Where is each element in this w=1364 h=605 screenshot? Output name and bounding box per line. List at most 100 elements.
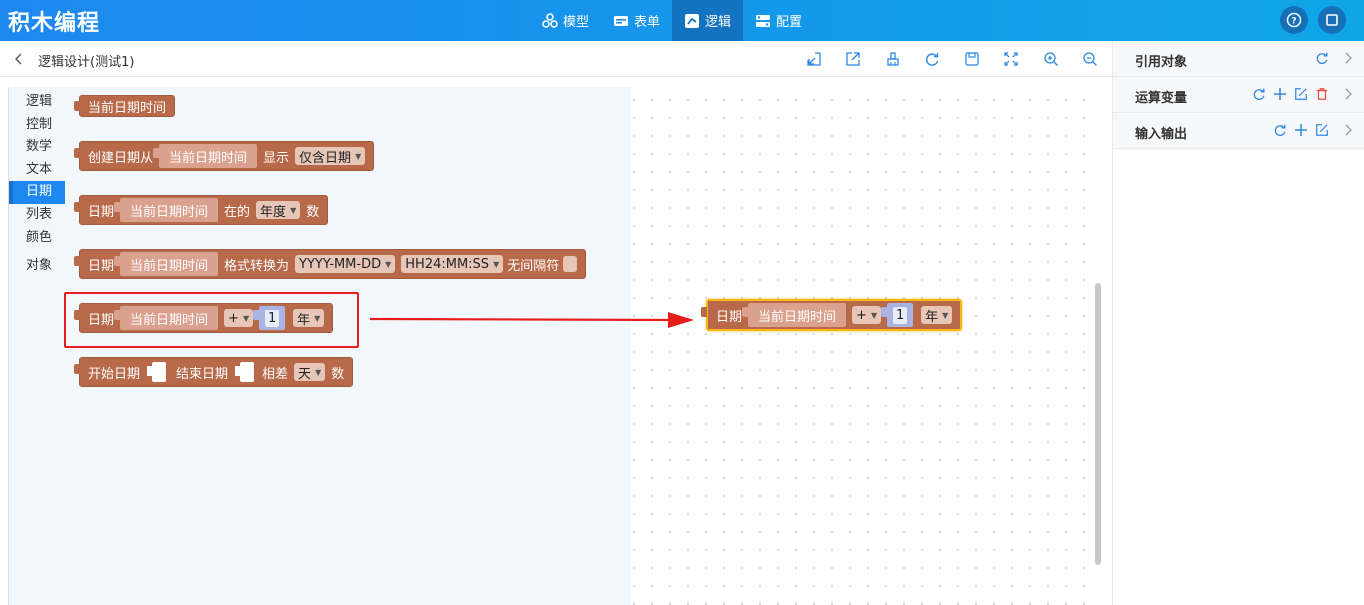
- annotation-arrow: [369, 312, 694, 328]
- dropdown-arrow-icon: ▼: [493, 259, 500, 269]
- edit-icon[interactable]: [1293, 86, 1309, 102]
- block-notch: [74, 202, 80, 212]
- refresh-icon[interactable]: [1272, 122, 1288, 138]
- separator-checkbox[interactable]: [563, 256, 578, 272]
- help-icon: ?: [1286, 12, 1302, 28]
- save-button[interactable]: [962, 49, 982, 69]
- number-value[interactable]: 1: [265, 309, 280, 327]
- panel-row-actions: [1309, 50, 1356, 66]
- end-date-slot[interactable]: [235, 362, 255, 382]
- block-current-datetime[interactable]: 当前日期时间: [74, 95, 176, 117]
- inner-current-datetime[interactable]: 当前日期时间: [153, 144, 258, 168]
- refresh-icon[interactable]: [1314, 50, 1330, 66]
- block-date-part[interactable]: 日期 当前日期时间 在的 年度▼ 数: [74, 195, 329, 225]
- zoom-out-icon: [1083, 52, 1097, 66]
- dropdown-arrow-icon: ▼: [870, 310, 878, 320]
- back-icon[interactable]: [12, 51, 26, 67]
- config-icon: [756, 14, 771, 27]
- panel-row-input-output[interactable]: 输入输出: [1113, 113, 1364, 149]
- category-date[interactable]: 日期: [9, 181, 65, 204]
- delete-icon[interactable]: [1314, 86, 1330, 102]
- block-date-diff[interactable]: 开始日期 结束日期 相差 天▼ 数: [74, 357, 354, 387]
- block-notch: [74, 310, 80, 320]
- dropdown-value: HH24:MM:SS: [405, 256, 490, 272]
- plus-icon[interactable]: [1272, 86, 1288, 102]
- block-canvas[interactable]: 逻辑 控制 数学 文本 日期 列表 颜色 对象 当前日期时间 创建日期从 当前日…: [8, 87, 1101, 605]
- chevron-right-icon[interactable]: [1340, 86, 1356, 102]
- number-socket[interactable]: 1: [253, 306, 286, 330]
- fit-button[interactable]: [1001, 49, 1021, 69]
- plus-icon[interactable]: [1293, 122, 1309, 138]
- block-label: 日期: [88, 312, 115, 328]
- nav-model-label: 模型: [563, 15, 590, 30]
- inner-current-datetime[interactable]: 当前日期时间: [114, 198, 219, 222]
- panel-row-label: 运算变量: [1135, 91, 1188, 106]
- dropdown-value: 天: [298, 366, 312, 382]
- dropdown-value: 年: [925, 309, 939, 325]
- block-date-format[interactable]: 日期 当前日期时间 格式转换为 YYYY-MM-DD▼ HH24:MM:SS▼ …: [74, 249, 587, 279]
- unit-dropdown[interactable]: 年▼: [293, 309, 325, 328]
- zoom-in-button[interactable]: [1041, 49, 1061, 69]
- operator-dropdown[interactable]: +▼: [852, 306, 882, 324]
- category-object[interactable]: 对象: [26, 258, 53, 274]
- top-bar: 积木编程 模型 表单 逻辑 配置 ?: [0, 0, 1364, 41]
- date-only-dropdown[interactable]: 仅含日期▼: [295, 147, 366, 166]
- svg-text:?: ?: [1291, 17, 1296, 27]
- clear-button[interactable]: [883, 49, 903, 69]
- block-notch: [74, 148, 80, 158]
- date-part-dropdown[interactable]: 年度▼: [256, 201, 301, 220]
- edit-icon[interactable]: [1314, 122, 1330, 138]
- refresh-button[interactable]: [922, 49, 942, 69]
- number-value[interactable]: 1: [893, 306, 908, 324]
- dropdown-value: +: [228, 310, 239, 326]
- fit-icon: [1004, 52, 1018, 66]
- nav-config[interactable]: 配置: [743, 0, 814, 41]
- import-icon: [806, 52, 821, 66]
- operator-dropdown[interactable]: +▼: [224, 309, 254, 327]
- nav-form[interactable]: 表单: [601, 0, 672, 41]
- date-format-dropdown[interactable]: YYYY-MM-DD▼: [295, 255, 396, 273]
- help-button[interactable]: ?: [1280, 6, 1308, 34]
- dropdown-arrow-icon: ▼: [290, 205, 297, 215]
- category-text[interactable]: 文本: [26, 161, 53, 177]
- chevron-right-icon[interactable]: [1340, 122, 1356, 138]
- window-icon: [1326, 14, 1338, 26]
- nav-model[interactable]: 模型: [530, 0, 601, 41]
- export-icon: [846, 52, 860, 66]
- inner-current-datetime[interactable]: 当前日期时间: [114, 252, 219, 276]
- category-math[interactable]: 数学: [26, 139, 53, 155]
- panel-row-operation-variables[interactable]: 运算变量: [1113, 77, 1364, 113]
- block-label: 日期: [88, 204, 115, 220]
- category-logic[interactable]: 逻辑: [26, 94, 53, 109]
- diff-unit-dropdown[interactable]: 天▼: [294, 363, 326, 382]
- category-control[interactable]: 控制: [26, 116, 53, 132]
- category-list-cat[interactable]: 列表: [26, 206, 53, 222]
- block-date-add[interactable]: 日期 当前日期时间 +▼ 1 年▼: [74, 303, 334, 333]
- inner-current-datetime[interactable]: 当前日期时间: [742, 303, 847, 327]
- zoom-out-button[interactable]: [1080, 49, 1100, 69]
- block-text-format: 格式转换为: [224, 258, 290, 274]
- app-title: 积木编程: [8, 11, 101, 36]
- unit-dropdown[interactable]: 年▼: [921, 306, 953, 325]
- export-button[interactable]: [843, 49, 863, 69]
- start-date-slot[interactable]: [147, 362, 167, 382]
- block-create-date[interactable]: 创建日期从 当前日期时间 显示 仅含日期▼: [74, 141, 375, 171]
- header-actions: ?: [1280, 6, 1346, 34]
- window-button[interactable]: [1318, 6, 1346, 34]
- panel-row-referenced-objects[interactable]: 引用对象: [1113, 41, 1364, 77]
- refresh-icon[interactable]: [1251, 86, 1267, 102]
- inner-current-datetime[interactable]: 当前日期时间: [114, 306, 219, 330]
- dropdown-arrow-icon: ▼: [315, 367, 322, 377]
- workspace-block-date-add[interactable]: 日期 当前日期时间 +▼ 1 年▼: [701, 299, 963, 331]
- time-format-dropdown[interactable]: HH24:MM:SS▼: [401, 255, 504, 273]
- nav-logic[interactable]: 逻辑: [672, 0, 744, 41]
- category-color[interactable]: 颜色: [26, 229, 53, 245]
- import-button[interactable]: [804, 49, 824, 69]
- clear-icon: [886, 52, 899, 66]
- panel-row-label: 输入输出: [1135, 127, 1188, 142]
- canvas-vertical-scrollbar[interactable]: [1095, 283, 1101, 565]
- number-socket[interactable]: 1: [881, 303, 914, 327]
- category-list: 逻辑 控制 数学 文本 日期 列表 颜色 对象: [9, 91, 65, 278]
- design-toolbar: [784, 49, 1100, 69]
- chevron-right-icon[interactable]: [1340, 50, 1356, 66]
